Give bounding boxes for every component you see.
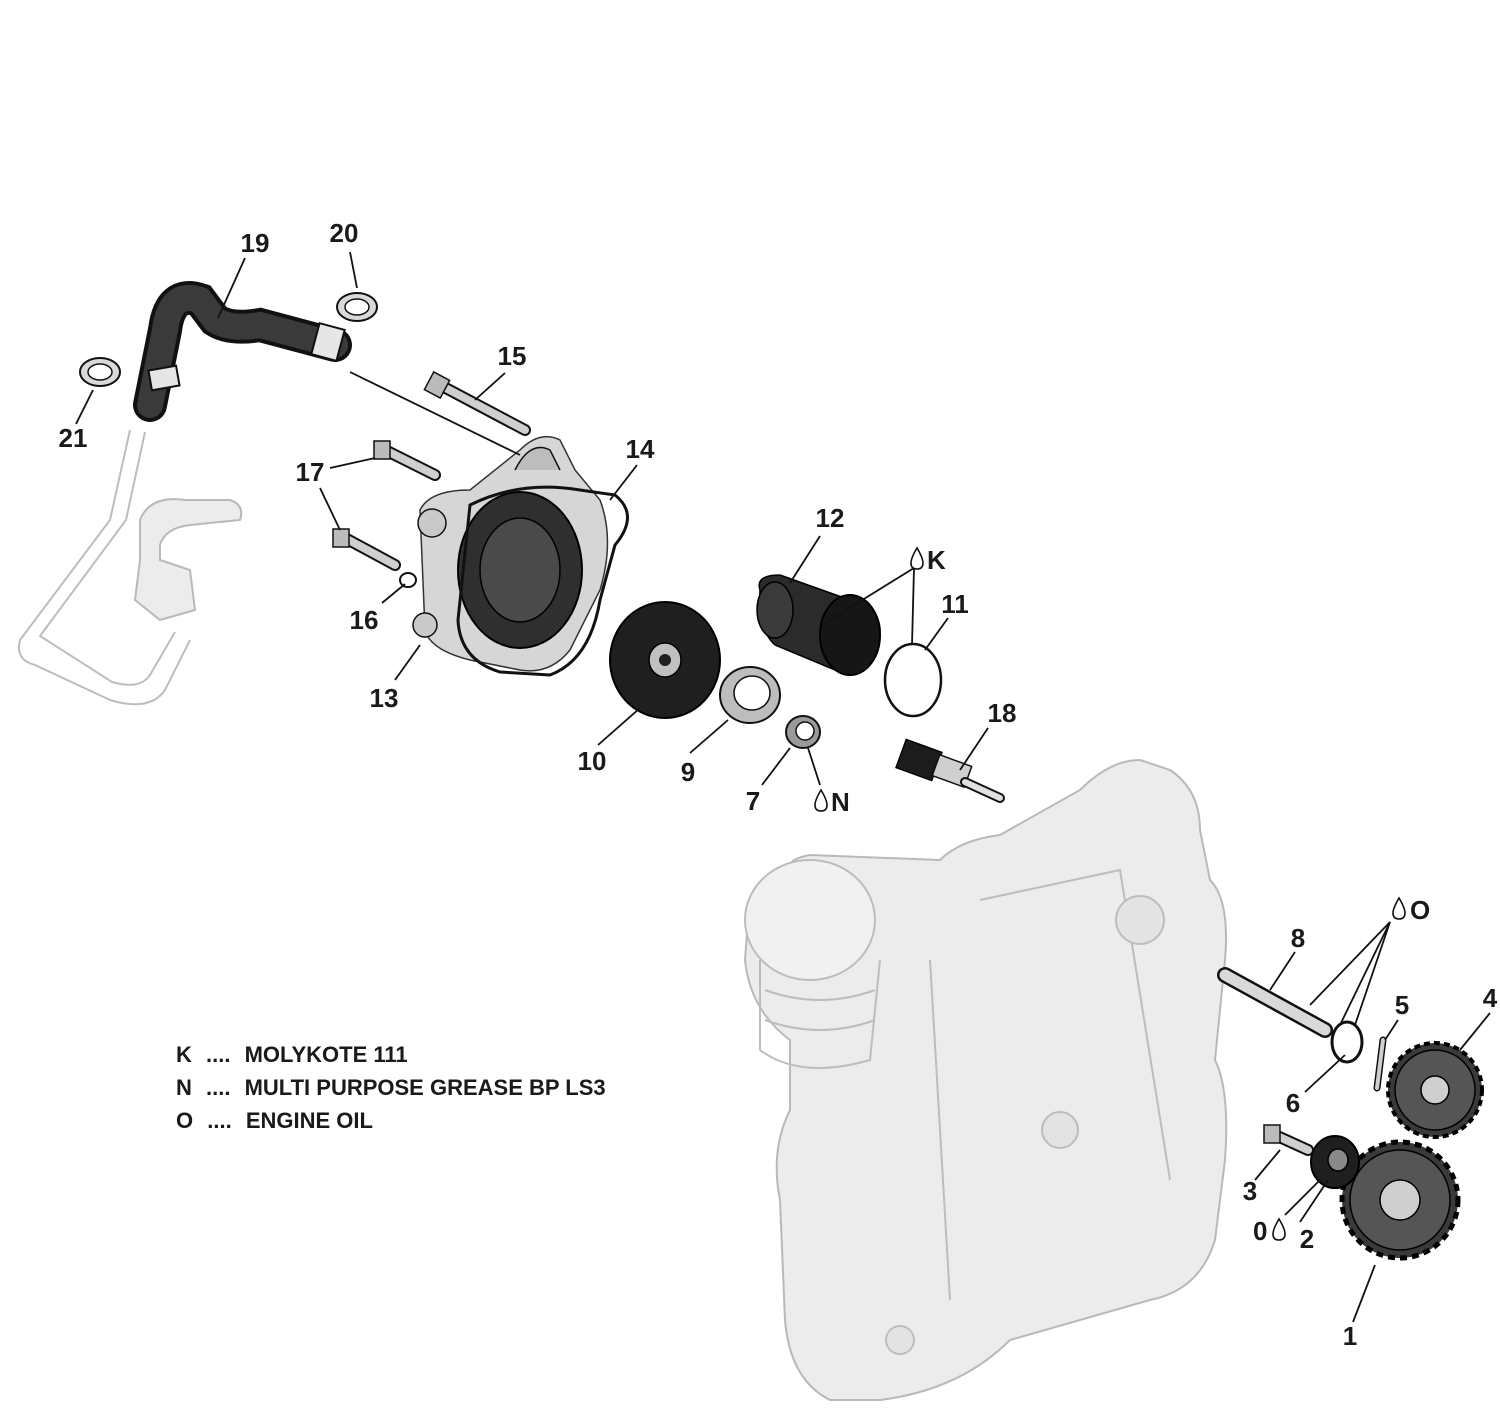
legend-separator: ....: [206, 1042, 230, 1067]
callout-7: 7: [746, 786, 760, 816]
callout-15: 15: [498, 341, 527, 371]
part-5-pin: [1373, 1036, 1387, 1092]
oil-drop-icon: [910, 546, 924, 570]
part-7-seal: [785, 715, 821, 749]
callout-21: 21: [59, 423, 88, 453]
callout-16: 16: [350, 605, 379, 635]
callout-11: 11: [941, 589, 969, 619]
part-17-bolt-upper: [373, 440, 441, 481]
lubricant-legend: K .... MOLYKOTE 111 N .... MULTI PURPOSE…: [176, 1042, 606, 1133]
marker-o-top-label: O: [1410, 895, 1430, 925]
part-12-outlet-fitting: [756, 574, 881, 676]
lubricant-marker-n: N: [814, 787, 850, 817]
callout-18: 18: [988, 698, 1017, 728]
part-6-washer: [1330, 1020, 1364, 1064]
oil-drop-icon: [1272, 1217, 1286, 1241]
callout-labels: 1 2 3 4 5 6 7 8 9 10 11 12 13 14 15 16 1…: [59, 218, 1498, 1351]
oil-drop-icon: [1392, 896, 1406, 920]
oil-drop-icon: [814, 788, 828, 812]
legend-row-o: O .... ENGINE OIL: [176, 1108, 373, 1133]
part-10-impeller: [609, 601, 721, 719]
callout-12: 12: [816, 503, 845, 533]
callout-17: 17: [296, 457, 325, 487]
part-3-bolt: [1263, 1124, 1314, 1156]
legend-description: MULTI PURPOSE GREASE BP LS3: [245, 1075, 606, 1100]
callout-10: 10: [578, 746, 607, 776]
legend-code: K: [176, 1042, 192, 1067]
ghost-engine-cover: [743, 758, 1228, 1401]
part-4-gear: [1386, 1041, 1484, 1139]
part-11-o-ring: [883, 642, 943, 718]
callout-13: 13: [370, 683, 399, 713]
callout-19: 19: [241, 228, 270, 258]
callout-6: 6: [1286, 1088, 1300, 1118]
callout-8: 8: [1291, 923, 1305, 953]
legend-row-k: K .... MOLYKOTE 111: [176, 1042, 408, 1067]
part-17-bolt-lower: [332, 528, 401, 571]
part-2-bushing: [1310, 1135, 1360, 1189]
part-21-hose-clamp: [79, 357, 121, 387]
part-19-coolant-hose: [133, 281, 352, 422]
legend-separator: ....: [206, 1075, 230, 1100]
part-15-bolt: [423, 370, 531, 436]
lubricant-marker-o-top: O: [1392, 895, 1430, 925]
callout-2: 2: [1300, 1224, 1314, 1254]
callout-1: 1: [1343, 1321, 1357, 1351]
part-13-water-pump-housing: [412, 435, 609, 672]
callout-4: 4: [1483, 983, 1498, 1013]
lubricant-marker-o-bottom: 0: [1253, 1216, 1286, 1246]
lubricant-marker-k: K: [910, 545, 946, 575]
marker-k-label: K: [927, 545, 946, 575]
part-1-gear: [1339, 1139, 1461, 1261]
callout-5: 5: [1395, 990, 1409, 1020]
legend-row-n: N .... MULTI PURPOSE GREASE BP LS3: [176, 1075, 606, 1100]
part-9-seal: [719, 666, 781, 724]
callout-9: 9: [681, 757, 695, 787]
part-18-temperature-sensor: [895, 738, 1005, 803]
part-14-gasket: [456, 485, 629, 677]
part-16-o-ring: [399, 572, 417, 588]
marker-o-bottom-label: 0: [1253, 1216, 1267, 1246]
legend-description: MOLYKOTE 111: [245, 1042, 408, 1067]
legend-code: N: [176, 1075, 192, 1100]
ghost-coolant-pipe: [18, 429, 243, 706]
legend-code: O: [176, 1108, 193, 1133]
callout-14: 14: [626, 434, 655, 464]
part-20-hose-clamp: [336, 292, 378, 322]
callout-20: 20: [330, 218, 359, 248]
callout-3: 3: [1243, 1176, 1257, 1206]
legend-separator: ....: [207, 1108, 231, 1133]
leader-lines: [75, 251, 1491, 1323]
marker-n-label: N: [831, 787, 850, 817]
part-8-shaft: [1217, 967, 1333, 1038]
legend-description: ENGINE OIL: [246, 1108, 373, 1133]
